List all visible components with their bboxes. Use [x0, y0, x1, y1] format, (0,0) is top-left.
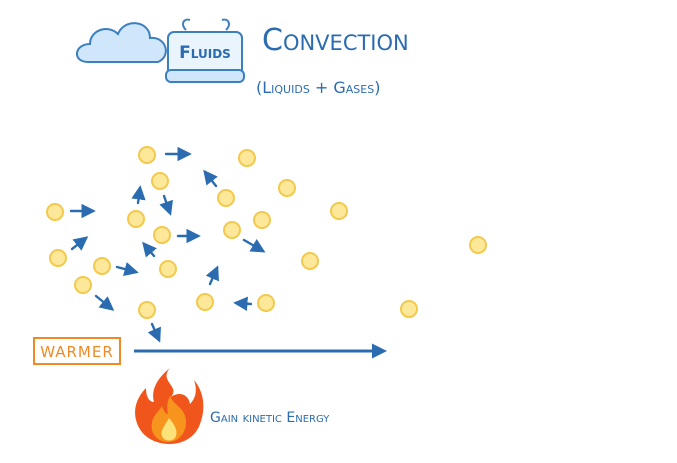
page-title: Convection: [262, 23, 409, 58]
motion-arrow: [242, 238, 266, 253]
particle: [278, 179, 296, 197]
particle: [74, 276, 92, 294]
particle: [217, 189, 235, 207]
particle: [138, 146, 156, 164]
particle: [238, 149, 256, 167]
warmer-label: WARMER: [40, 343, 114, 361]
cloud-icon: [76, 22, 167, 63]
gain-energy-label: Gain kinetic Energy: [210, 410, 330, 426]
motion-arrow: [147, 322, 161, 343]
particle: [138, 301, 156, 319]
particle: [469, 236, 487, 254]
particle: [151, 172, 169, 190]
motion-arrow: [142, 241, 157, 258]
motion-arrow: [70, 236, 89, 251]
motion-arrow: [159, 194, 173, 216]
beaker-icon: [165, 18, 245, 83]
particle: [301, 252, 319, 270]
motion-arrow: [205, 265, 219, 286]
particle: [400, 300, 418, 318]
particle: [257, 294, 275, 312]
flame-icon: [135, 368, 204, 444]
motion-arrow: [94, 294, 115, 311]
particle: [93, 257, 111, 275]
motion-arrow: [233, 296, 253, 311]
particle: [253, 211, 271, 229]
particle: [223, 221, 241, 239]
warmer-label-box: [33, 337, 121, 365]
particle-group: [46, 146, 487, 319]
particle: [127, 210, 145, 228]
motion-arrow: [203, 169, 218, 188]
particle: [46, 203, 64, 221]
motion-arrow: [115, 262, 139, 277]
particle: [153, 226, 171, 244]
page-subtitle: (Liquids + Gases): [256, 78, 380, 97]
particle: [196, 293, 214, 311]
motion-arrow: [131, 185, 146, 205]
particle: [49, 249, 67, 267]
fluids-badge-label: Fluids: [179, 43, 231, 63]
particle: [159, 260, 177, 278]
motion-arrows: [69, 146, 266, 343]
particle: [330, 202, 348, 220]
